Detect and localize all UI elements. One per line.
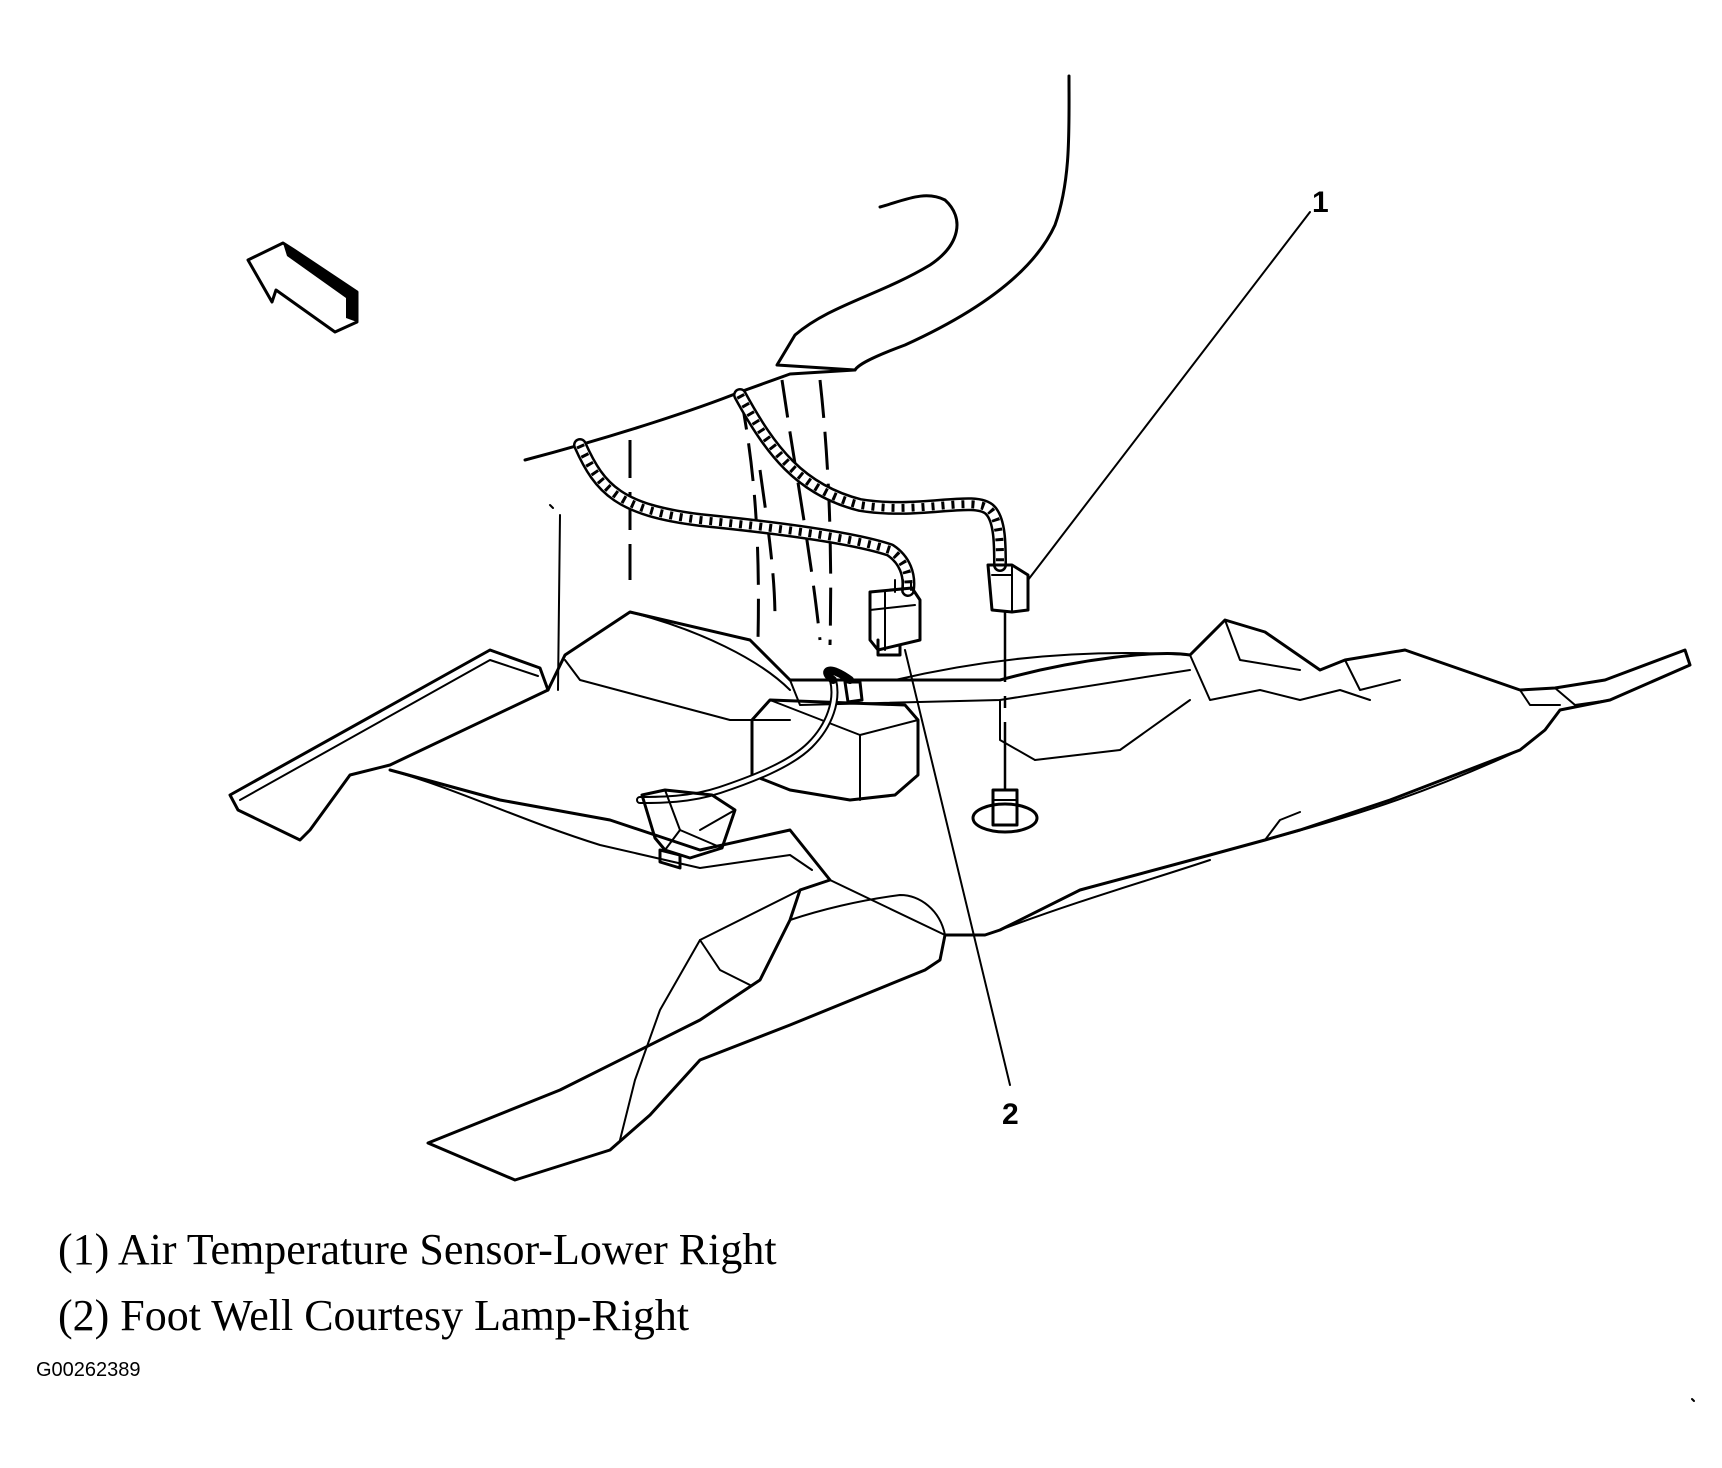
courtesy-lamp-assembly	[636, 666, 864, 870]
legend-item-2: (2) Foot Well Courtesy Lamp-Right	[58, 1291, 690, 1340]
callout-1-label: 1	[1312, 186, 1329, 219]
courtesy-lamp-connector	[868, 579, 922, 657]
stray-mark	[549, 504, 554, 509]
legend-item-1: (1) Air Temperature Sensor-Lower Right	[58, 1225, 777, 1274]
callout-2-label: 2	[1002, 1098, 1019, 1131]
stray-mark	[1691, 1398, 1695, 1402]
figure-id: G00262389	[36, 1359, 141, 1381]
instrument-panel-outline	[523, 74, 1071, 691]
callout-leaders	[904, 211, 1311, 1086]
wiring-harness	[573, 388, 1007, 597]
front-direction-arrow-icon	[246, 241, 359, 334]
floor-pan-outline	[228, 610, 1692, 1182]
air-temperature-sensor-connector	[986, 563, 1030, 790]
